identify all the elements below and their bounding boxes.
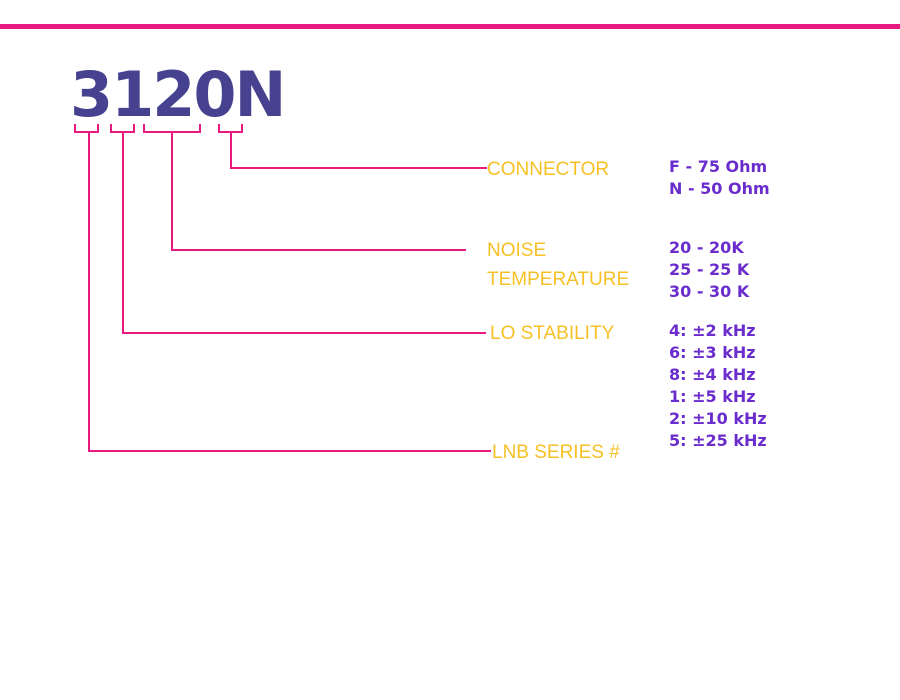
leader-lnb-series bbox=[88, 132, 491, 452]
lo-stability-option: 5: ±25 kHz bbox=[669, 431, 767, 450]
noise-temperature-options: 20 - 20K 25 - 25 K 30 - 30 K bbox=[669, 237, 749, 303]
leader-connector bbox=[230, 132, 487, 169]
bracket-connector bbox=[218, 124, 243, 133]
lo-stability-option: 1: ±5 kHz bbox=[669, 387, 756, 406]
noise-temperature-label-line1: NOISE bbox=[487, 240, 547, 261]
lo-stability-option: 6: ±3 kHz bbox=[669, 343, 756, 362]
noise-temperature-option: 20 - 20K bbox=[669, 238, 744, 257]
leader-noise-temperature bbox=[171, 132, 466, 251]
lo-stability-options: 4: ±2 kHz 6: ±3 kHz 8: ±4 kHz 1: ±5 kHz 2: ±… bbox=[669, 320, 767, 452]
connector-options: F - 75 Ohm N - 50 Ohm bbox=[669, 156, 770, 200]
noise-temperature-label: NOISE TEMPERATURE bbox=[487, 236, 629, 294]
connector-option: N - 50 Ohm bbox=[669, 179, 770, 198]
lo-stability-label: LO STABILITY bbox=[490, 323, 615, 344]
model-code: 3120N bbox=[70, 58, 286, 131]
noise-temperature-option: 30 - 30 K bbox=[669, 282, 750, 301]
leader-lo-stability bbox=[122, 132, 486, 334]
connector-option: F - 75 Ohm bbox=[669, 157, 768, 176]
lo-stability-option: 8: ±4 kHz bbox=[669, 365, 756, 384]
lnb-series-label: LNB SERIES # bbox=[492, 442, 620, 463]
bracket-noise-temperature bbox=[143, 124, 201, 133]
noise-temperature-label-line2: TEMPERATURE bbox=[487, 269, 630, 290]
lo-stability-option: 4: ±2 kHz bbox=[669, 321, 756, 340]
lo-stability-option: 2: ±10 kHz bbox=[669, 409, 767, 428]
connector-label: CONNECTOR bbox=[487, 159, 610, 180]
bracket-lo-stability bbox=[110, 124, 135, 133]
bracket-lnb-series bbox=[74, 124, 99, 133]
noise-temperature-option: 25 - 25 K bbox=[669, 260, 750, 279]
top-accent-bar bbox=[0, 24, 900, 29]
